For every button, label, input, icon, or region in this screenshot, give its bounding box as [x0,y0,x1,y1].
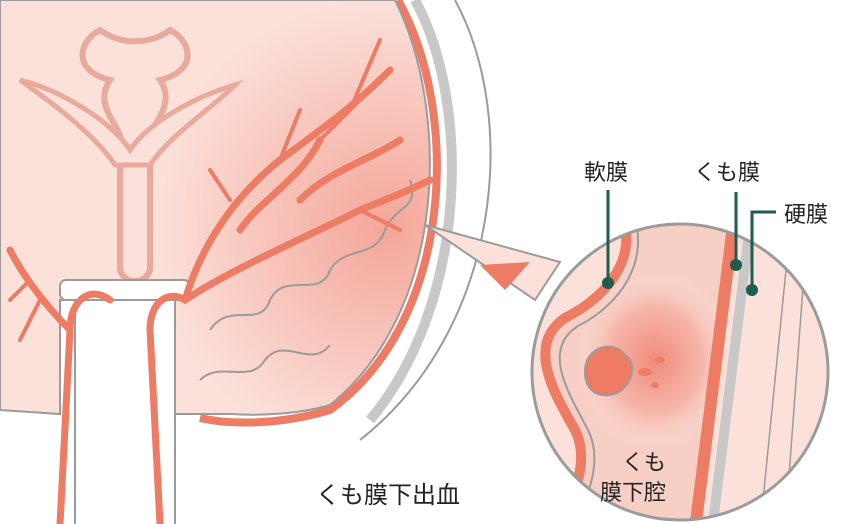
label-subarachnoid-space-2: 膜下腔 [600,481,666,506]
pin-pia-mater [602,277,614,289]
pin-arachnoid [730,259,742,271]
brain-cross-section [0,0,491,524]
zoom-magnified-view [520,210,843,524]
blood-drop-2 [655,357,665,363]
caption-subarachnoid-hemorrhage: くも膜下出血 [316,481,460,509]
label-arachnoid: くも膜 [694,161,760,186]
blood-drop-3 [651,382,659,388]
aneurysm [585,347,632,396]
blood-drop-1 [638,368,652,376]
label-pia-mater: 軟膜 [584,161,628,186]
label-dura-mater: 硬膜 [784,203,828,228]
pin-dura [746,284,758,296]
label-subarachnoid-space-1: くも [622,451,666,476]
